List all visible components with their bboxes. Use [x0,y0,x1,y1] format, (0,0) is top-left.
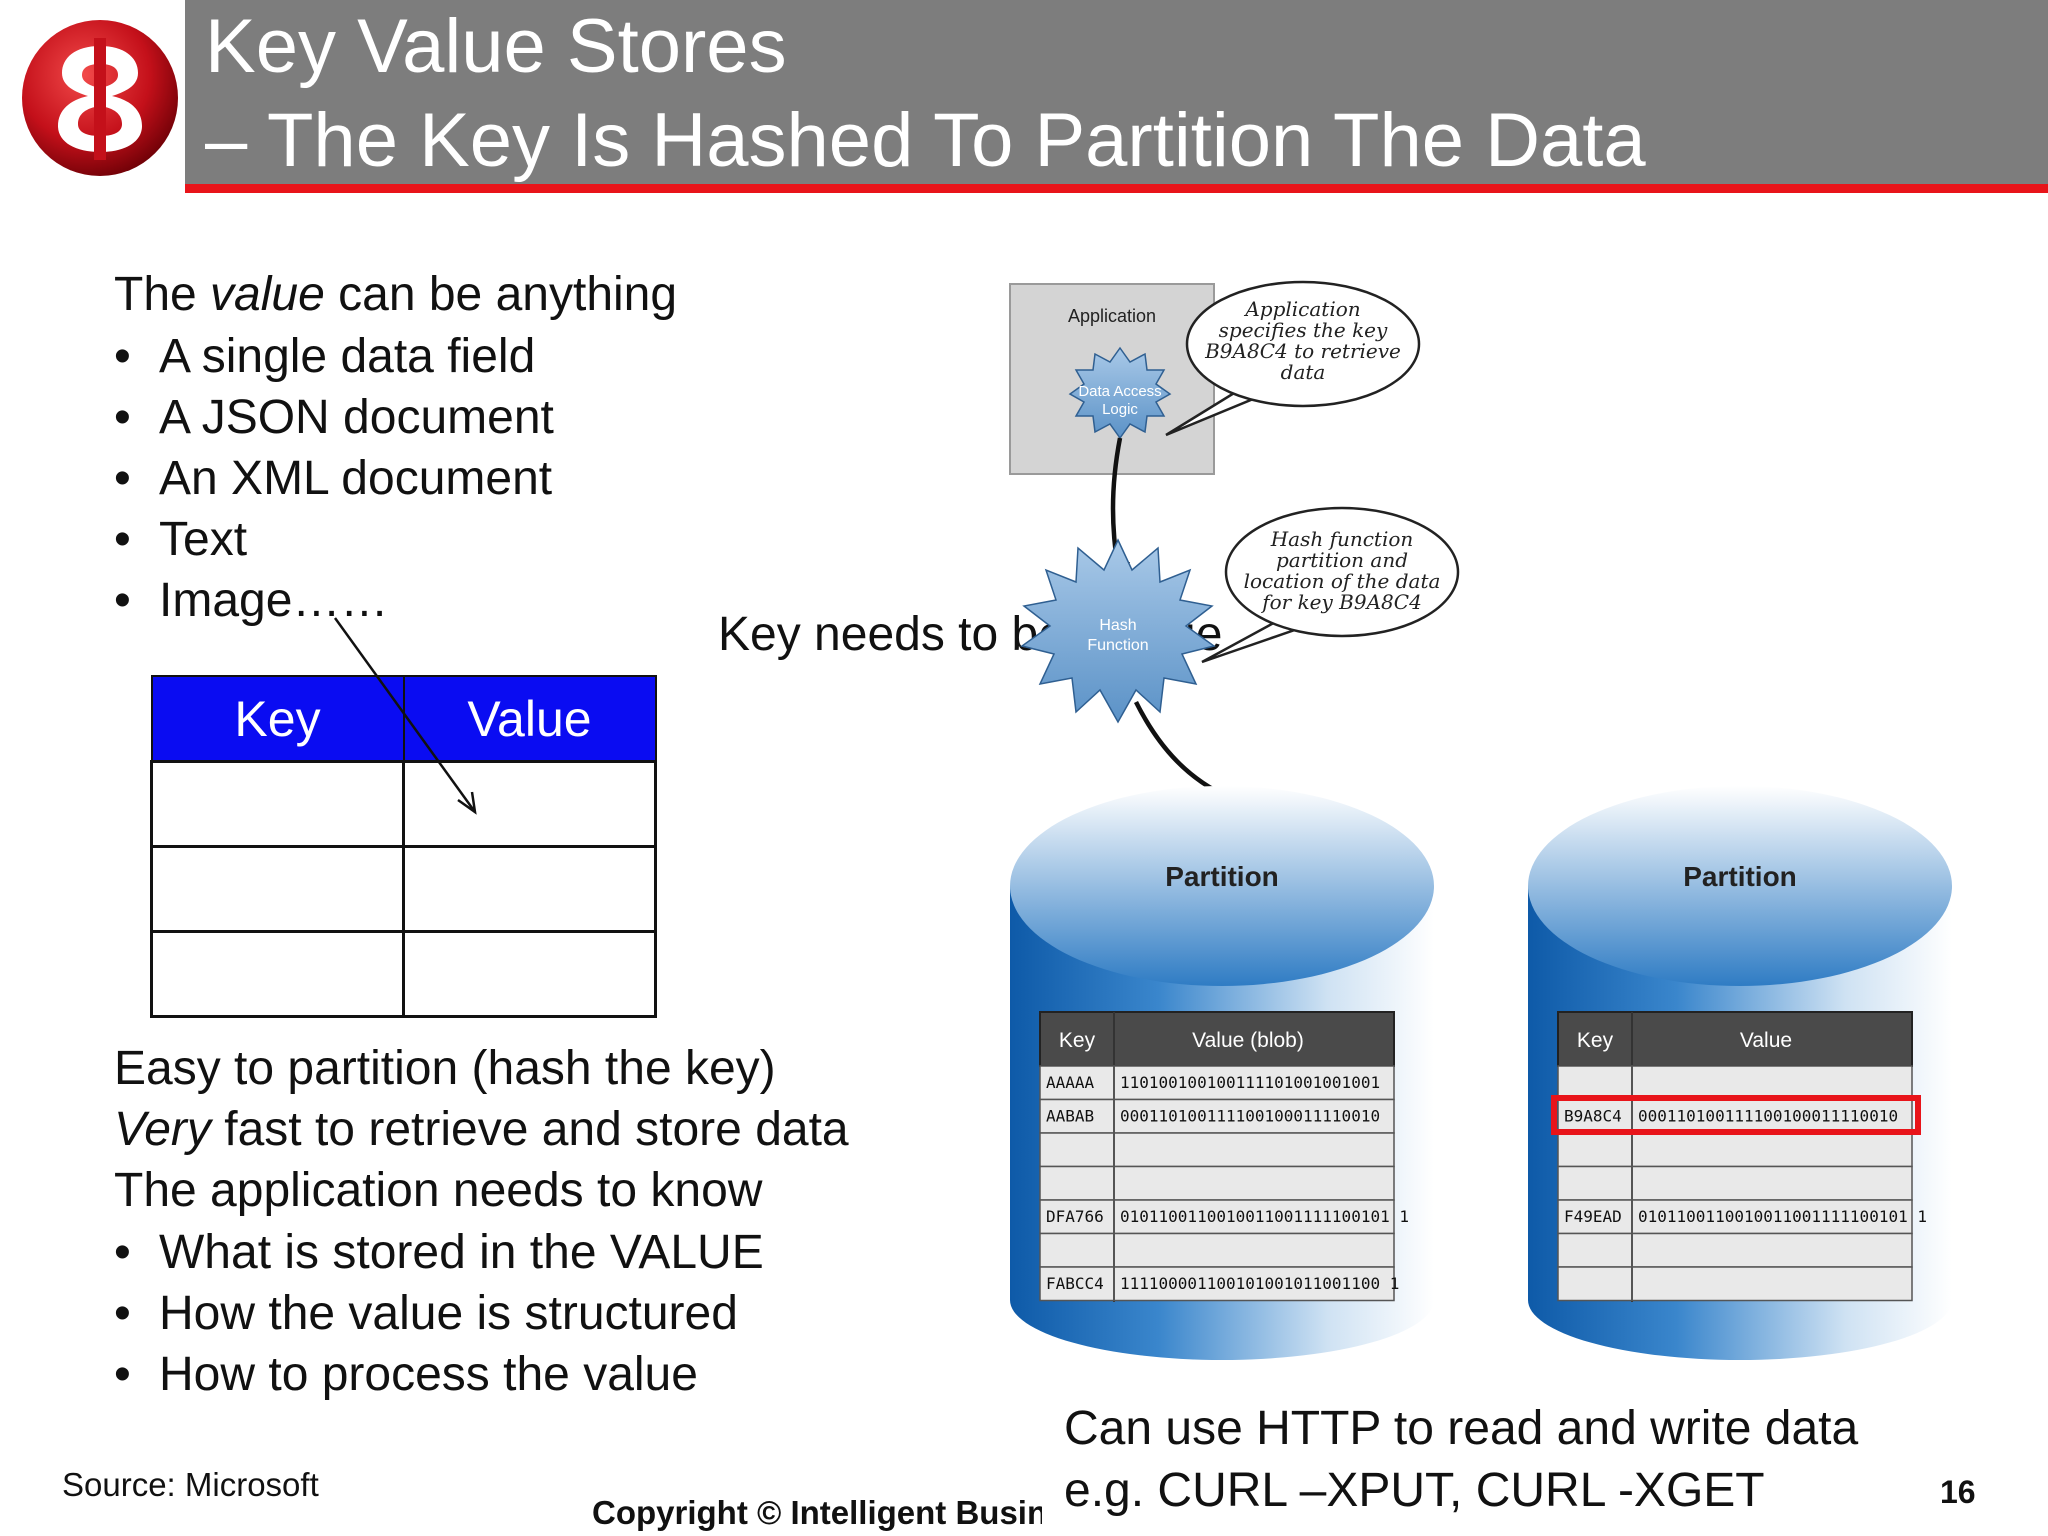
hash-label-2: Function [1087,637,1148,654]
key-value-table: Key Value [150,675,657,1018]
right-row-key: B9A8C4 [1564,1107,1622,1126]
list-item: A JSON document [114,387,554,448]
http-note-line-2: e.g. CURL –XPUT, CURL -XGET [1064,1464,1765,1517]
left-row-value: 110100100100111101001001001 [1120,1073,1380,1092]
fast-retrieve-line: Very fast to retrieve and store data [114,1099,849,1160]
table-row [150,845,657,933]
list-item: How to process the value [114,1344,764,1405]
title-underline [185,184,2048,193]
speech-bubble-hash: Hash function partition and location of … [1201,506,1460,664]
left-row-key: AABAB [1046,1107,1094,1126]
partition-cylinder-right: Partition Key Value B9A8C4 00011010011110… [1528,786,1952,1360]
intro-pre: The [114,268,211,321]
list-item: How the value is structured [114,1283,764,1344]
app-knowledge-list: What is stored in the VALUE How the valu… [114,1222,764,1405]
right-row-value: 0101100110010011001111100101 1 [1638,1207,1927,1226]
table-row [1557,1266,1913,1302]
data-access-label-2: Logic [1102,401,1138,418]
hash-label-1: Hash [1099,617,1136,634]
bubble-mid-line-2: partition and [1276,548,1408,572]
bubble-mid-line-4: for key B9A8C4 [1260,590,1422,614]
list-item: An XML document [114,448,554,509]
left-row-key: FABCC4 [1046,1274,1104,1293]
value-column-header: Value [402,675,657,763]
copyright-notice: Copyright © Intelligent Busine [592,1494,1042,1531]
highlighted-row-outline [1551,1095,1921,1135]
table-row [1039,1266,1395,1302]
value-types-list: A single data field A JSON document An X… [114,326,554,631]
easy-partition-line: Easy to partition (hash the key) [114,1042,776,1095]
partition-cylinder-left: Partition Key Value (blob) AAAAA 11010010… [1010,786,1434,1360]
company-logo [22,20,178,176]
table-row [1557,1132,1913,1168]
value-intro: The value can be anything [114,264,677,325]
bubble-top-line-3: B9A8C4 to retrieve [1204,339,1401,363]
partition-left-title: Partition [1165,861,1279,892]
left-row-key: DFA766 [1046,1207,1104,1226]
bubble-mid-line-3: location of the data [1244,569,1441,593]
left-row-value: 000110100111100100011110010 [1120,1107,1380,1126]
table-row [1039,1232,1395,1268]
fast-emphasis: Very [114,1103,211,1156]
table-cell [402,930,657,1018]
right-value-header: Value [1740,1029,1792,1052]
list-item: Image…… [114,570,554,631]
bubble-top-line-2: specifies the key [1219,318,1388,342]
right-row-value: 000110100111100100011110010 [1638,1107,1898,1126]
slide-title-line-2: – The Key Is Hashed To Partition The Dat… [205,98,1646,183]
left-row-key: AAAAA [1046,1073,1095,1092]
data-access-label-1: Data Access [1078,383,1161,400]
partition-right-title: Partition [1683,861,1797,892]
table-cell [402,845,657,933]
intro-emphasis: value [210,268,325,321]
table-cell [150,760,405,848]
bubble-top-line-4: data [1281,360,1326,384]
table-row [1557,1165,1913,1201]
table-row [1557,1098,1913,1134]
table-row [150,760,657,848]
table-row [1557,1232,1913,1268]
table-row [1039,1199,1395,1235]
right-row-key: F49EAD [1564,1207,1622,1226]
table-row [1557,1065,1913,1101]
http-note-line-1: Can use HTTP to read and write data [1064,1402,1859,1455]
table-row [1039,1098,1395,1134]
bubble-mid-line-1: Hash function [1270,527,1414,551]
table-row [1039,1165,1395,1201]
table-cell [402,760,657,848]
application-label: Application [1068,306,1156,326]
source-credit: Source: Microsoft [62,1466,319,1503]
left-value-header: Value (blob) [1192,1029,1304,1052]
table-row [1039,1132,1395,1168]
fast-rest: fast to retrieve and store data [210,1103,849,1156]
partition-diagram: Application Data Access Logic Applicatio… [1009,280,1952,1360]
right-key-header: Key [1577,1029,1614,1052]
page-number: 16 [1940,1474,1976,1510]
table-cell [150,845,405,933]
bubble-top-line-1: Application [1243,297,1360,321]
slide-title-line-1: Key Value Stores [205,4,787,89]
list-item: A single data field [114,326,554,387]
left-key-header: Key [1059,1029,1096,1052]
list-item: What is stored in the VALUE [114,1222,764,1283]
table-row [150,930,657,1018]
key-column-header: Key [150,675,405,763]
hash-function-starburst: Hash Function [1020,538,1216,724]
speech-bubble-key: Application specifies the key B9A8C4 to … [1165,280,1421,437]
app-needs-line: The application needs to know [114,1164,763,1217]
table-row [1557,1199,1913,1235]
title-bar: Key Value Stores – The Key Is Hashed To … [185,0,2048,186]
list-item: Text [114,509,554,570]
intro-post: can be anything [324,268,678,321]
left-row-value: 0101100110010011001111100101 1 [1120,1207,1409,1226]
table-cell [150,930,405,1018]
application-box: Application Data Access Logic [1009,283,1215,475]
left-row-value: 111100001100101001011001100 1 [1120,1274,1399,1293]
table-row [1039,1065,1395,1101]
